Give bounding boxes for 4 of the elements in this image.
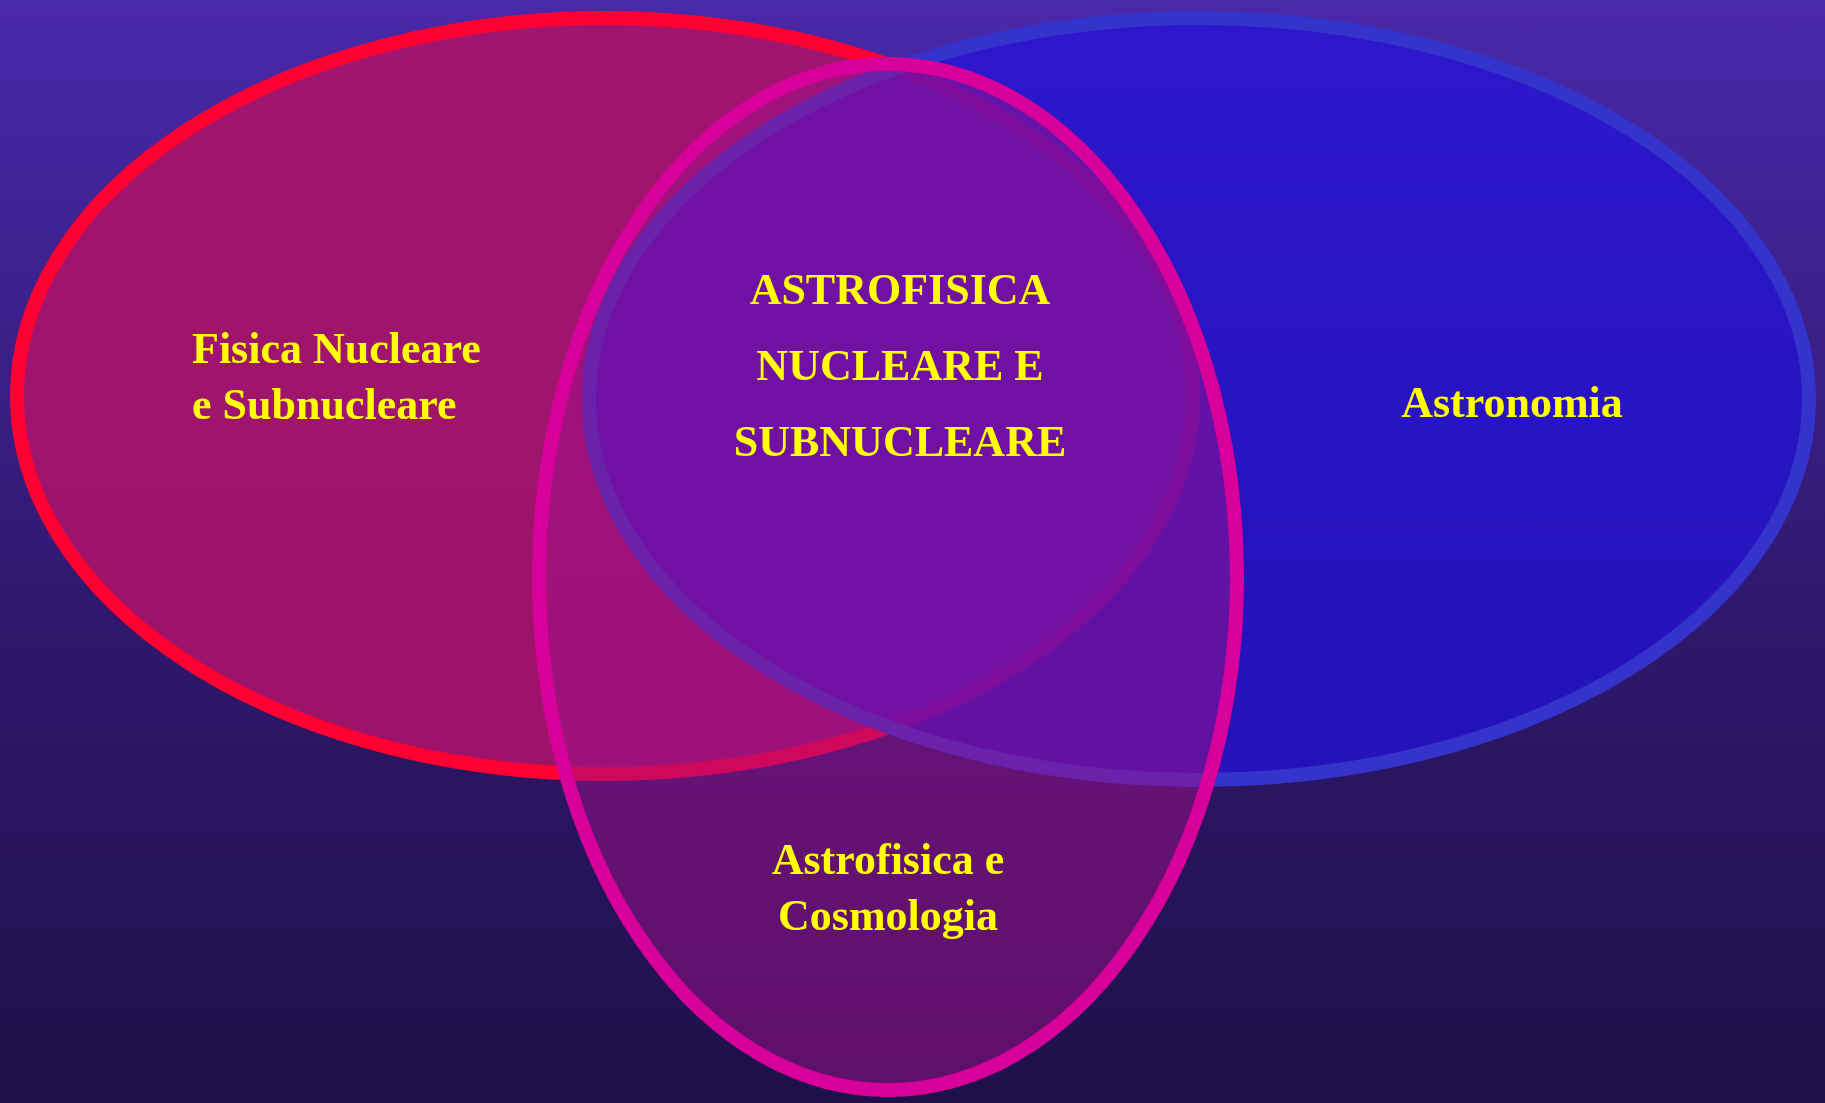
ellipse-label: Astronomia bbox=[1400, 377, 1624, 429]
ellipse-label: Fisica Nucleare e Subnucleare bbox=[192, 323, 482, 431]
overlap-label: ASTROFISICA NUCLEARE E SUBNUCLEARE bbox=[732, 264, 1068, 468]
ellipse-label: Astrofisica e Cosmologia bbox=[770, 834, 1006, 942]
